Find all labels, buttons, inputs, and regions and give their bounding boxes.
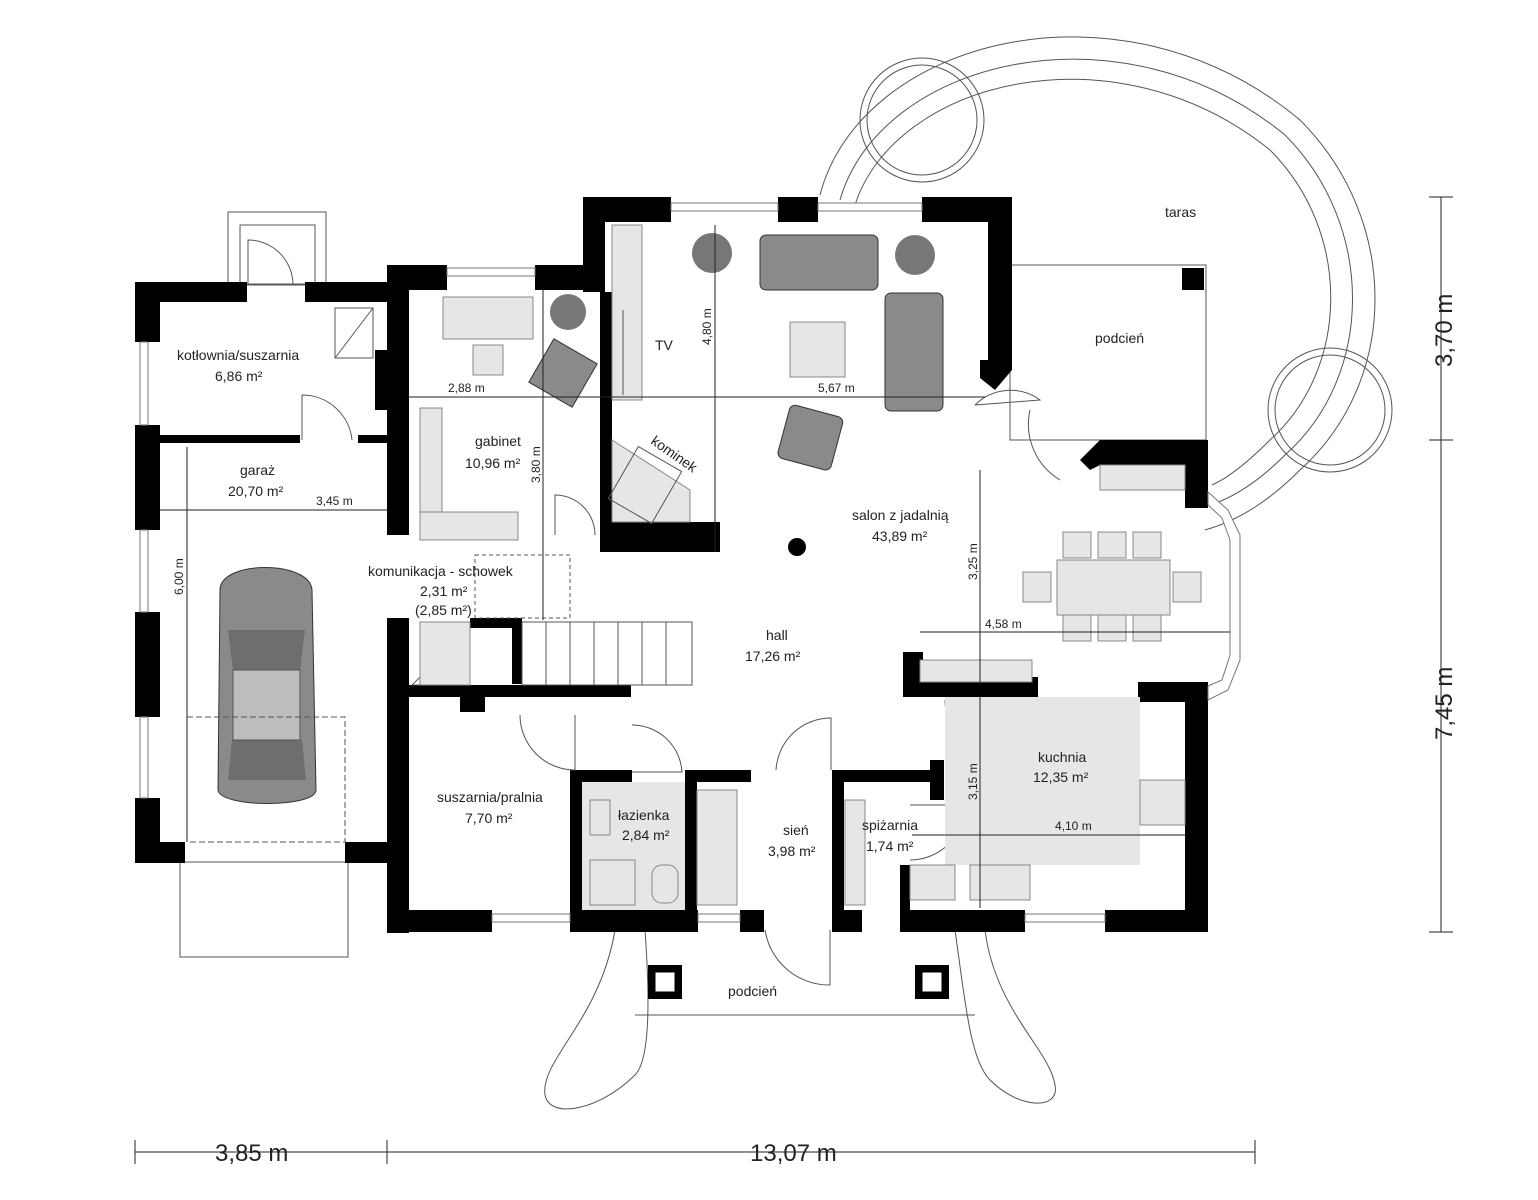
- car-icon: [217, 567, 317, 804]
- tv-label: TV: [655, 337, 674, 353]
- garage-apron: [179, 861, 349, 958]
- room-label-suszarnia: suszarnia/pralnia: [437, 789, 543, 805]
- room-label-komunikacja: komunikacja - schowek: [368, 563, 514, 579]
- room-area-komunikacja: 2,31 m²: [420, 583, 468, 599]
- room-area-garaz: 20,70 m²: [228, 483, 284, 499]
- room-area-salon: 43,89 m²: [872, 528, 928, 544]
- room-label-sien: sień: [783, 822, 809, 838]
- dim-458: 4,58 m: [985, 617, 1022, 631]
- overall-dimension-lines: [134, 196, 1453, 1164]
- room-label-kuchnia: kuchnia: [1038, 749, 1086, 765]
- room-area-kotlownia: 6,86 m²: [215, 368, 263, 384]
- dim-480: 4,80 m: [700, 308, 714, 345]
- dim-325: 3,25 m: [966, 543, 980, 580]
- room-label-podcien-bottom: podcień: [728, 983, 777, 999]
- room-label-spizarnia: spiżarnia: [862, 817, 918, 833]
- room-label-lazienka: łazienka: [618, 807, 670, 823]
- room-label-gabinet: gabinet: [475, 433, 521, 449]
- room-area-lazienka: 2,84 m²: [622, 827, 670, 843]
- room-area-kuchnia: 12,35 m²: [1033, 769, 1089, 785]
- room-label-taras: taras: [1165, 204, 1196, 220]
- overall-dim-right: 13,07 m: [750, 1140, 837, 1167]
- dim-410: 4,10 m: [1055, 819, 1092, 833]
- room-label-podcien-top: podcień: [1095, 330, 1144, 346]
- dim-567: 5,67 m: [818, 381, 855, 395]
- overall-dim-top: 3,70 m: [1431, 294, 1458, 367]
- dim-315: 3,15 m: [966, 763, 980, 800]
- dim-600: 6,00 m: [172, 558, 186, 595]
- room-labels: kotłownia/suszarnia 6,86 m² garaż 20,70 …: [177, 337, 1089, 859]
- room-area-spizarnia: 1,74 m²: [866, 838, 914, 854]
- overall-dim-bottom: 7,45 m: [1431, 667, 1458, 740]
- room-area-suszarnia: 7,70 m²: [465, 810, 513, 826]
- boiler-entrance: [227, 211, 327, 285]
- front-porch: podcień: [544, 929, 1056, 1110]
- room-area2-komunikacja: (2,85 m²): [415, 602, 472, 618]
- room-label-garaz: garaż: [240, 462, 275, 478]
- internal-dimension-lines: [160, 225, 1230, 908]
- room-label-salon: salon z jadalnią: [852, 507, 949, 523]
- room-area-gabinet: 10,96 m²: [465, 455, 521, 471]
- dim-345: 3,45 m: [316, 494, 353, 508]
- dim-380: 3,80 m: [529, 446, 543, 483]
- room-area-sien: 3,98 m²: [768, 843, 816, 859]
- room-area-hall: 17,26 m²: [745, 648, 801, 664]
- windows: [139, 202, 1241, 923]
- dim-288: 2,88 m: [448, 381, 485, 395]
- room-label-kotlownia: kotłownia/suszarnia: [177, 347, 299, 363]
- overall-dim-left: 3,85 m: [215, 1140, 288, 1167]
- furniture: [186, 224, 1202, 910]
- room-label-hall: hall: [766, 627, 788, 643]
- dimension-labels: 2,88 m 5,67 m 4,80 m 3,80 m 3,45 m 6,00 …: [172, 294, 1458, 1167]
- terrace-column: [1182, 268, 1204, 290]
